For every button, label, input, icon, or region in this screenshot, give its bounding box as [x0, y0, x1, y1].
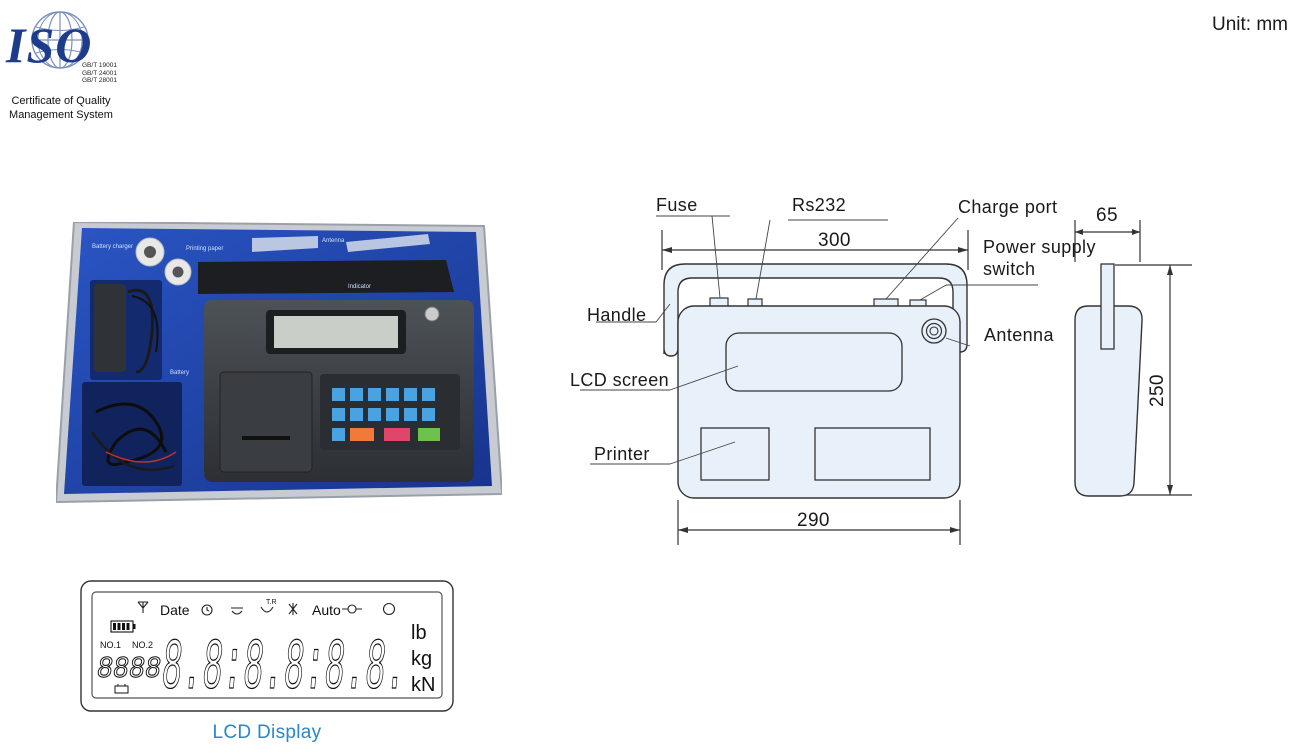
label-power-supply: Power supply	[983, 237, 1096, 257]
dimension-diagram: Fuse Rs232 Charge port Power supply swit…	[570, 195, 1192, 545]
iso-standards: GB/T 19001 GB/T 24001 GB/T 28001	[82, 62, 117, 85]
iso-certificate-line-1: Certificate of Quality	[11, 95, 111, 107]
keypad-keys	[332, 388, 440, 441]
lcd-unit-kg: kg	[411, 648, 432, 670]
signal-icon	[137, 601, 149, 613]
star-icon	[288, 603, 298, 615]
lcd-icon-row	[137, 601, 396, 616]
label-switch: switch	[983, 259, 1035, 279]
lcd-screen-outline	[725, 332, 903, 392]
label-antenna: Antenna	[984, 325, 1054, 345]
photo-label-printing-paper: Printing paper	[186, 246, 223, 252]
dim-250-text: 250	[1147, 374, 1168, 407]
lcd-unit-kn: kN	[411, 674, 435, 696]
photo-label-battery: Battery	[170, 370, 189, 376]
unit-label: Unit: mm	[1212, 14, 1288, 35]
lcd-unit-lb: lb	[411, 622, 427, 644]
leader-lines	[580, 215, 1038, 465]
photo-label-antenna: Antenna	[322, 238, 345, 244]
lcd-auto-label: Auto	[312, 602, 341, 618]
dim-290-text: 290	[797, 510, 830, 531]
iso-certificate: Certificate of Quality Management System	[0, 94, 122, 122]
lcd-display-caption: LCD Display	[212, 722, 322, 743]
lcd-small-battery-icon	[114, 684, 129, 694]
dim-300-text: 300	[818, 230, 851, 251]
stable-icon	[382, 602, 396, 616]
label-lcd-screen: LCD screen	[570, 370, 669, 390]
label-printer: Printer	[594, 444, 650, 464]
label-fuse: Fuse	[656, 195, 698, 215]
iso-standard-1: GB/T 19001	[82, 62, 117, 69]
label-charge-port: Charge port	[958, 197, 1057, 217]
iso-standard-2: GB/T 24001	[82, 69, 117, 77]
lcd-date-label: Date	[160, 602, 190, 618]
svg-text:T.R: T.R	[266, 599, 277, 606]
photo-label-indicator: Indicator	[348, 284, 371, 290]
globe-icon	[31, 11, 89, 69]
iso-standard-3: GB/T 28001	[82, 77, 117, 84]
lcd-no1-label: NO.1	[100, 640, 121, 650]
dimension-arrows	[662, 229, 1173, 533]
tare-icon	[260, 606, 274, 613]
dim-65-text: 65	[1096, 205, 1118, 226]
keypad-window	[814, 427, 931, 481]
lcd-small-digits: 8888	[97, 652, 161, 687]
clock-icon	[201, 604, 213, 616]
lcd-big-digits: 8.8:8.8:8.8.	[162, 628, 406, 710]
product-photo: Battery charger Printing paper Antenna I…	[56, 222, 502, 504]
label-handle: Handle	[587, 305, 646, 325]
iso-certificate-line-2: Management System	[9, 109, 113, 121]
battery-icon	[110, 620, 136, 633]
indicator-body-side	[1074, 305, 1143, 497]
photo-label-battery-charger: Battery charger	[92, 244, 133, 250]
antenna-knob	[921, 318, 947, 344]
lcd-inner-frame	[91, 591, 443, 699]
bowl-icon	[231, 607, 243, 615]
lcd-display: Date T.R Auto NO.1 NO.2 8888 8.8:8.8:8.8…	[80, 580, 454, 712]
label-rs232: Rs232	[792, 195, 846, 215]
iso-word: ISO	[6, 17, 93, 73]
iso-logo: ISO GB/T 19001 GB/T 24001 GB/T 28001 Cer…	[4, 8, 124, 128]
lcd-no2-label: NO.2	[132, 640, 153, 650]
handle-side	[1100, 263, 1115, 350]
printer-window	[700, 427, 770, 481]
